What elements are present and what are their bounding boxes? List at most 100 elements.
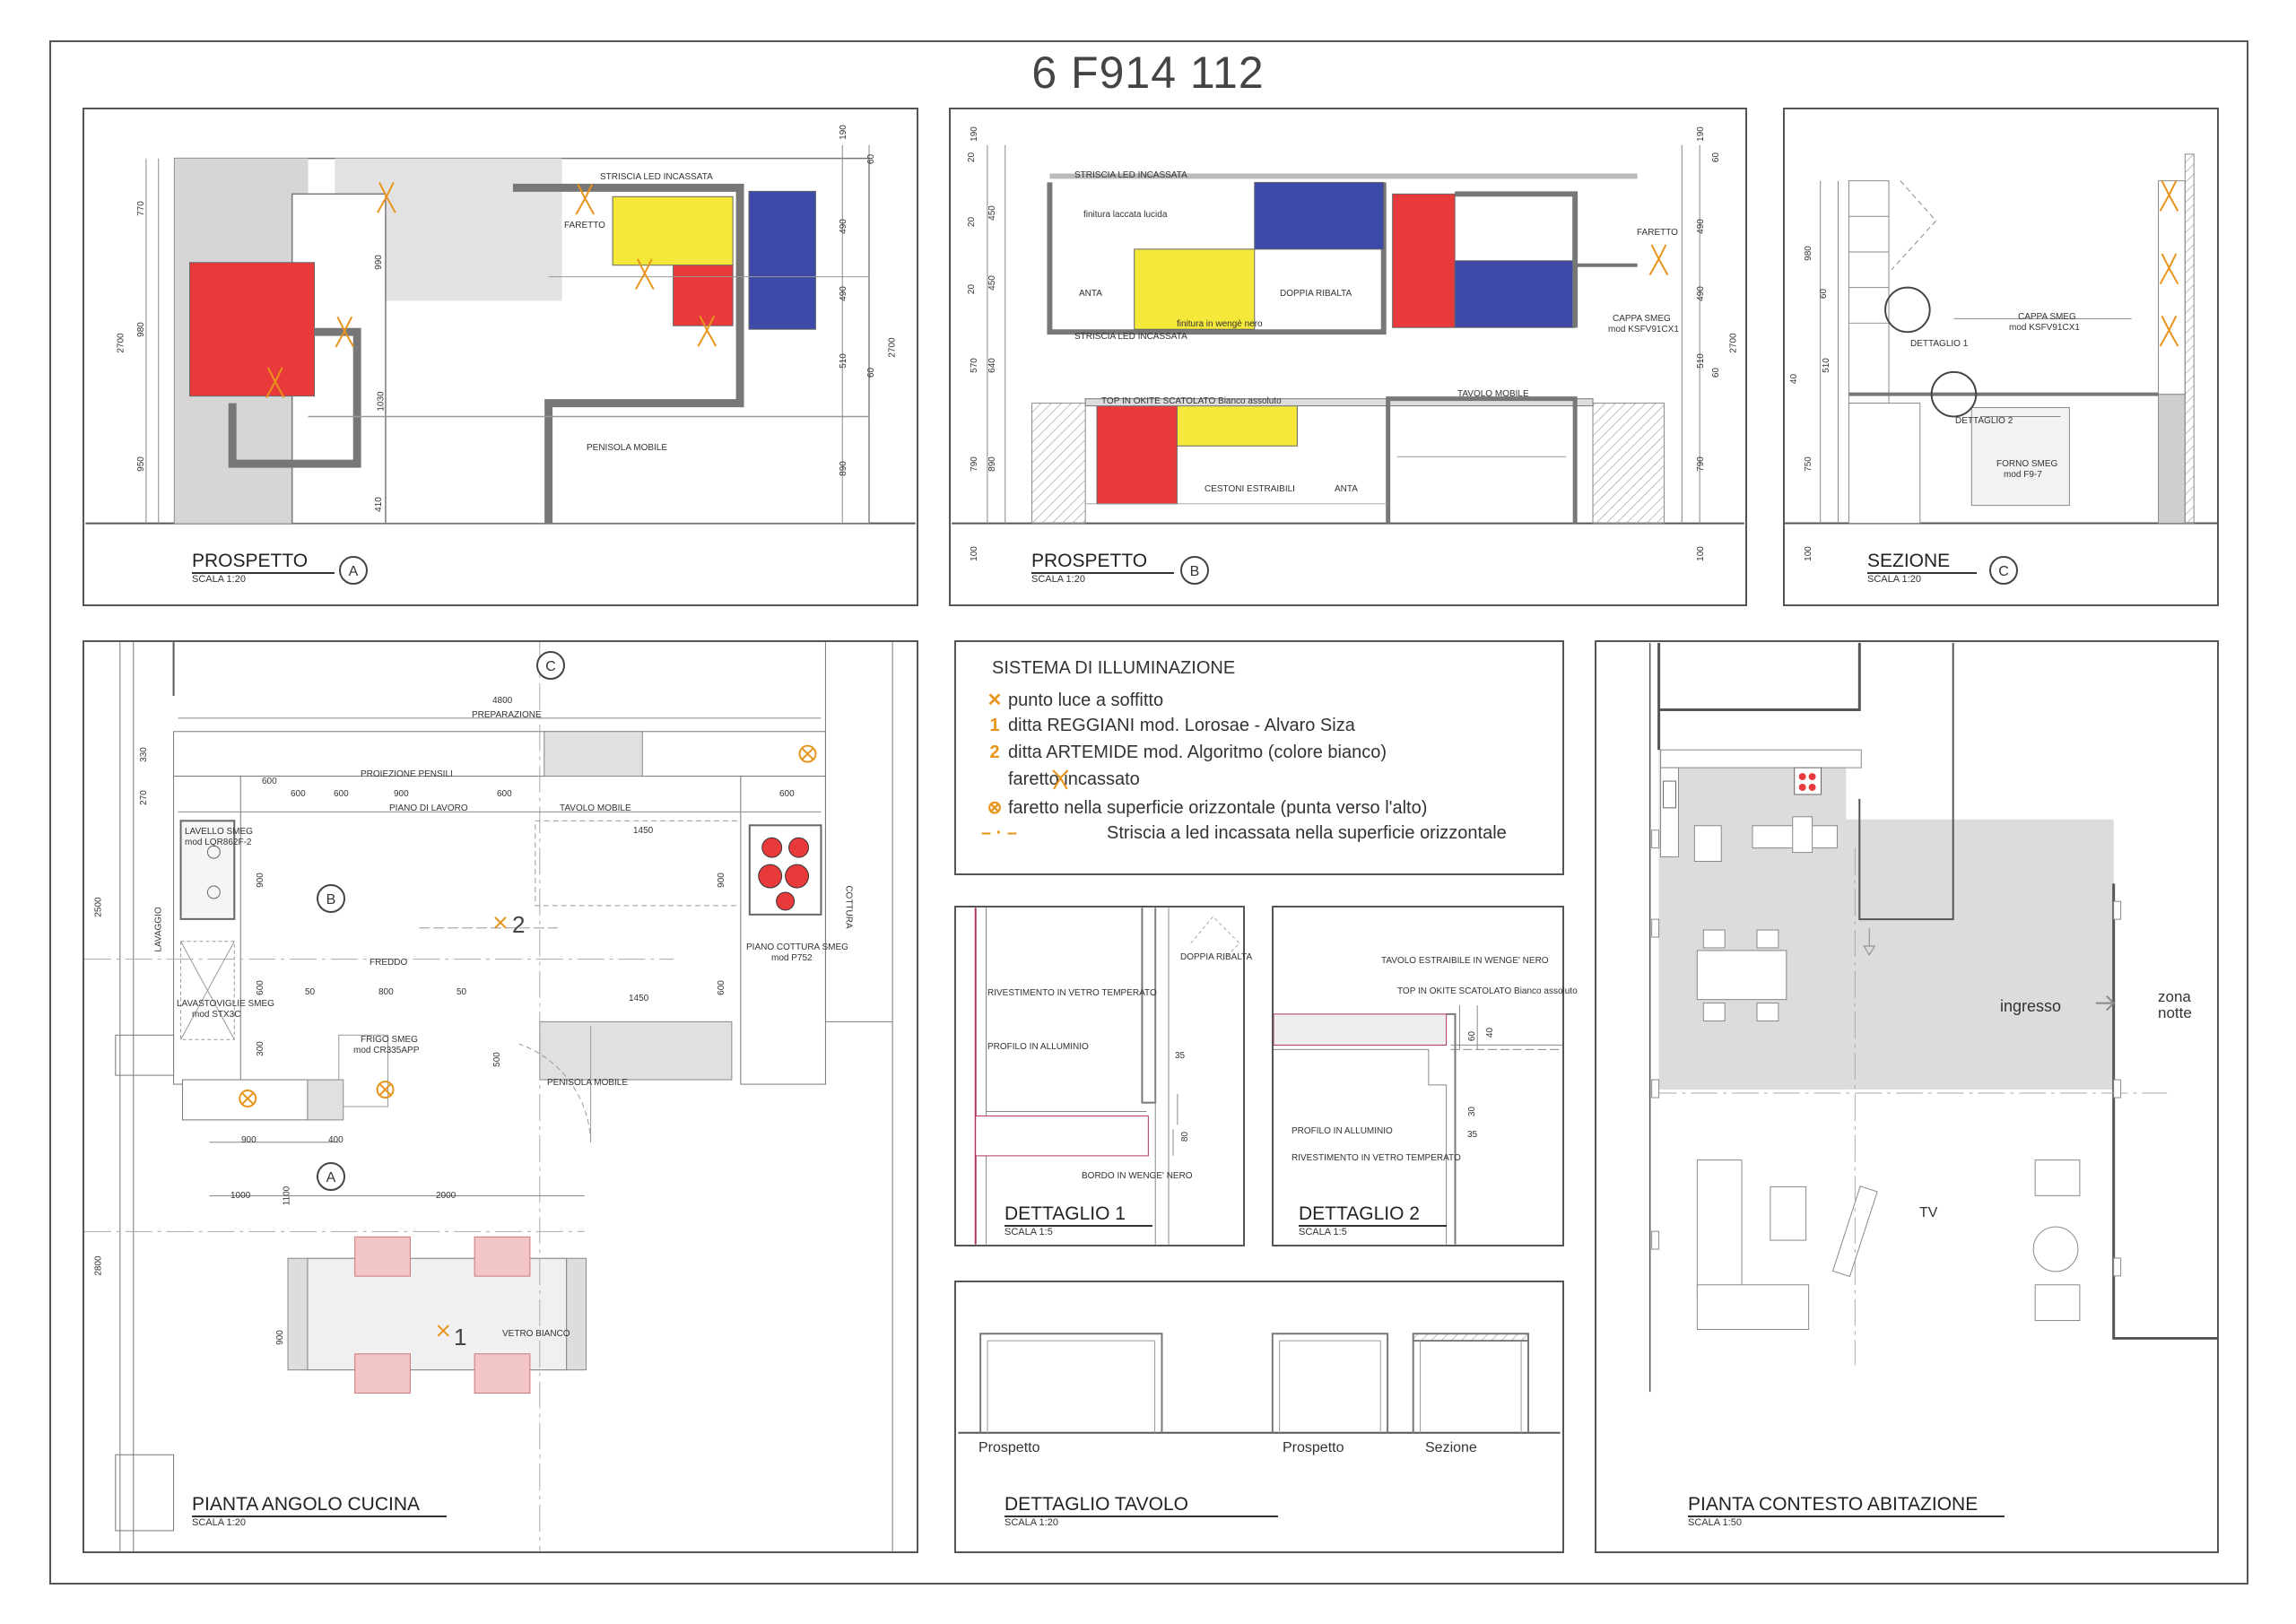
dim: 300	[255, 1041, 265, 1056]
dettaglio-1-drawing	[974, 908, 1240, 1245]
dim: 40	[1789, 373, 1800, 385]
ceiling-light-icon: ✕	[987, 690, 1003, 710]
cucina-lavastoviglie-mod: mod STX3C	[192, 1010, 241, 1020]
prospetto-b-drawing	[952, 144, 1744, 525]
cucina-lavaggio: LAVAGGIO	[153, 907, 164, 952]
panel-dettaglio-1: DOPPIA RIBALTA RIVESTIMENTO IN VETRO TEM…	[954, 906, 1252, 1246]
sheet-title: 6 F914 112	[1031, 48, 1265, 98]
dim: 750	[1803, 456, 1813, 472]
led-strip-icon: – · –	[981, 823, 1018, 843]
dettaglio-1-title: DETTAGLIO 1	[1004, 1203, 1152, 1227]
dim: 60	[866, 367, 877, 378]
sezione-forno-mod: mod F9-7	[2004, 470, 2042, 480]
d2-rivestimento: RIVESTIMENTO IN VETRO TEMPERATO	[1292, 1153, 1461, 1163]
dim: 890	[838, 461, 848, 476]
section-marker-c-plan: C	[536, 651, 565, 680]
dim: 1100	[282, 1185, 292, 1206]
cucina-proiezione: PROIEZIONE PENSILI	[361, 769, 453, 779]
dim: 330	[138, 747, 149, 762]
legend-item-led: – · –Striscia a led incassata nella supe…	[981, 823, 1507, 843]
dim: 450	[987, 205, 997, 221]
dim: 600	[497, 789, 512, 799]
dim: 600	[262, 777, 277, 786]
dim: 640	[987, 358, 997, 373]
prospetto-a-drawing	[85, 144, 916, 525]
prospetto-a-scale: SCALA 1:20	[192, 574, 246, 585]
tavolo-prospetto-2: Prospetto	[1283, 1440, 1344, 1455]
dim: 490	[1695, 219, 1706, 234]
sezione-dettaglio2: DETTAGLIO 2	[1955, 416, 2013, 426]
number-2-icon: 2	[989, 743, 1000, 762]
cucina-vetro: VETRO BIANCO	[502, 1329, 570, 1339]
section-marker-a-plan: A	[317, 1162, 345, 1191]
dim: 60	[1819, 288, 1830, 300]
d1-profilo: PROFILO IN ALLUMINIO	[987, 1042, 1089, 1052]
pianta-contesto-scale: SCALA 1:50	[1688, 1517, 1742, 1528]
d1-dim-35: 35	[1175, 1051, 1186, 1061]
section-marker-c: C	[1989, 556, 2018, 585]
panel-pianta-cucina: 4800 PREPARAZIONE PROIEZIONE PENSILI PIA…	[83, 640, 918, 1553]
cucina-piano-cottura-mod: mod P752	[771, 953, 813, 963]
dim: 600	[779, 789, 795, 799]
dettaglio-tavolo-title: DETTAGLIO TAVOLO	[1004, 1494, 1278, 1517]
prospetto-b-cappa-mod: mod KSFV91CX1	[1608, 325, 1679, 334]
dim: 600	[334, 789, 349, 799]
d2-dim-35: 35	[1467, 1130, 1478, 1140]
dettaglio-2-title: DETTAGLIO 2	[1299, 1203, 1447, 1227]
cucina-preparazione: PREPARAZIONE	[472, 710, 542, 720]
dim: 410	[373, 497, 384, 512]
dim: 900	[394, 789, 409, 799]
dim: 100	[969, 546, 979, 561]
dim: 190	[969, 126, 979, 142]
cucina-piano-lavoro: PIANO DI LAVORO	[389, 803, 468, 813]
dim: 20	[967, 152, 978, 163]
panel-sezione-c: DETTAGLIO 1 DETTAGLIO 2 CAPPA SMEG mod K…	[1783, 108, 2219, 606]
light-number-1: 1	[454, 1324, 467, 1350]
prospetto-b-cappa: CAPPA SMEG	[1613, 314, 1671, 324]
prospetto-b-finitura: finitura laccata lucida	[1083, 210, 1168, 220]
pianta-cucina-drawing	[84, 642, 893, 1551]
pianta-cucina-scale: SCALA 1:20	[192, 1517, 246, 1528]
sezione-cappa: CAPPA SMEG	[2018, 312, 2076, 322]
dim: 490	[838, 286, 848, 301]
uplight-icon: ⊗	[987, 798, 1003, 818]
dim: 60	[1711, 367, 1722, 378]
prospetto-b-tavolo-mobile: TAVOLO MOBILE	[1457, 389, 1529, 399]
cucina-lavello: LAVELLO SMEG	[185, 827, 253, 837]
cucina-lavastoviglie: LAVASTOVIGLIE SMEG	[177, 999, 274, 1009]
d2-dim-60: 60	[1467, 1030, 1478, 1042]
cucina-dim-4800: 4800	[492, 696, 513, 706]
section-marker-a: A	[339, 556, 368, 585]
panel-pianta-contesto: ingresso zona notte TV PIANTA CONTESTO A…	[1595, 640, 2219, 1553]
dim: 2000	[436, 1191, 457, 1201]
dim: 1450	[629, 994, 649, 1003]
prospetto-b-cestoni: CESTONI ESTRAIBILI	[1205, 484, 1295, 494]
d1-bordo: BORDO IN WENGE' NERO	[1082, 1171, 1193, 1181]
light-number-2: 2	[512, 911, 526, 938]
prospetto-a-penisola-label: PENISOLA MOBILE	[587, 443, 668, 453]
dettaglio-1-scale: SCALA 1:5	[1004, 1227, 1053, 1238]
prospetto-b-title: PROSPETTO	[1031, 551, 1175, 574]
contesto-zona: zona	[2158, 988, 2191, 1005]
sezione-dettaglio1: DETTAGLIO 1	[1910, 339, 1969, 349]
dim: 2700	[887, 337, 898, 358]
dim: 2500	[93, 897, 104, 917]
dim: 20	[967, 283, 978, 295]
dim: 510	[1821, 358, 1831, 373]
dim: 60	[1711, 152, 1722, 163]
dim: 2800	[93, 1255, 104, 1276]
sezione-c-title: SEZIONE	[1867, 551, 1978, 574]
dim: 900	[716, 873, 726, 888]
dim: 50	[457, 987, 467, 997]
dim: 500	[491, 1052, 502, 1067]
prospetto-b-top: TOP IN OKITE SCATOLATO Bianco assoluto	[1101, 396, 1282, 406]
sheet-border	[49, 40, 2248, 1585]
dim: 1450	[633, 826, 654, 836]
dim: 510	[838, 353, 848, 369]
dim: 770	[135, 201, 146, 216]
prospetto-b-scale: SCALA 1:20	[1031, 574, 1085, 585]
panel-legenda: SISTEMA DI ILLUMINAZIONE ✕punto luce a s…	[954, 640, 1564, 875]
dim: 270	[138, 790, 149, 805]
legend-item-soffitto: ✕punto luce a soffitto	[981, 689, 1163, 711]
